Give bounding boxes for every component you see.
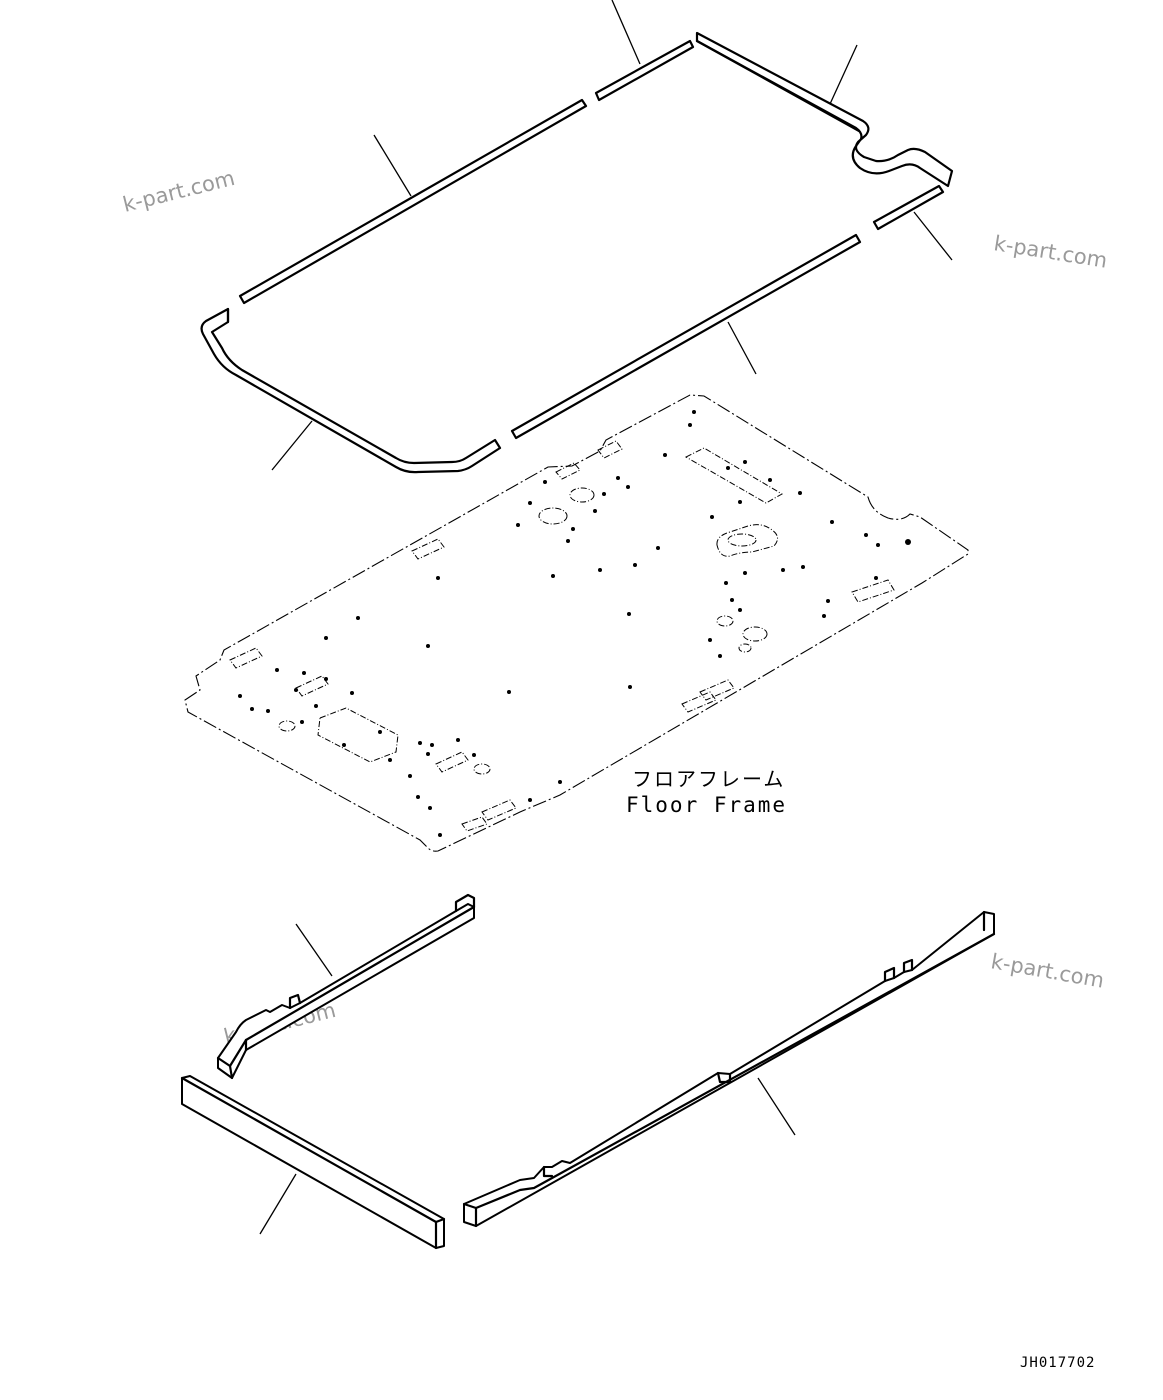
leader-line [829,44,858,105]
watermark-top-left: k-part.com [120,166,237,217]
floor-frame-outline [184,394,969,852]
floor-frame-label-japanese: フロアフレーム [632,767,785,791]
drawing-number: JH017702 [1020,1355,1095,1371]
leader-line [727,321,757,375]
leader-line [373,134,412,197]
seal-strip-lower-right-long [510,233,862,440]
watermark-top-right: k-part.com [992,231,1109,273]
seal-strip-left-bent [200,307,502,474]
watermark-bottom-right: k-part.com [989,949,1106,992]
leader-line [757,1077,796,1136]
seal-strip-right-short [872,184,945,231]
leader-line [271,420,313,471]
seal-strip-top-short [594,39,695,102]
leader-line [259,1173,297,1235]
seal-block-left-notched [216,893,476,1080]
seal-strip-top-right-bent [695,31,954,188]
floor-frame-label-english: Floor Frame [626,793,787,817]
seal-block-right-long [462,910,996,1228]
leader-line [611,0,641,65]
floor-frame-holes [238,410,911,837]
seal-strip-upper-left-long [238,98,588,305]
leader-line [295,923,333,977]
seal-block-left-bar [180,1075,446,1250]
leader-line [913,211,953,261]
